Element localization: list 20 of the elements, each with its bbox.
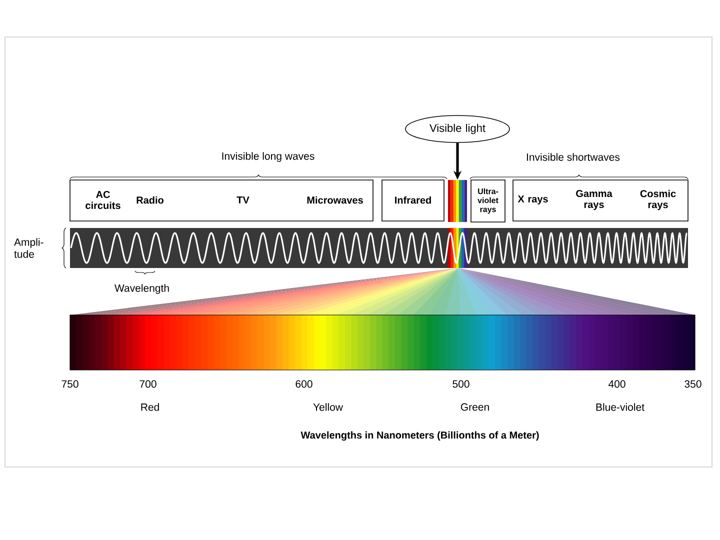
axis-title: Wavelengths in Nanometers (Billionths of a Meter) bbox=[300, 431, 539, 441]
visible-spectrum-strip bbox=[448, 180, 467, 222]
category-box: AC circuits Radio TV Microwaves bbox=[70, 180, 374, 222]
color-label: Red bbox=[141, 403, 159, 411]
color-label: Yellow bbox=[313, 403, 344, 411]
tick-label: 600 bbox=[296, 380, 312, 388]
wavelength-label: Wavelength bbox=[114, 284, 169, 294]
group-label: Invisible long waves bbox=[222, 152, 314, 162]
tick-label: 750 bbox=[62, 380, 78, 388]
group-label: Invisible shortwaves bbox=[527, 153, 620, 161]
tick-label: 400 bbox=[608, 380, 626, 388]
tick-label: 500 bbox=[452, 380, 470, 388]
category-box: Ultra- violet rays bbox=[470, 180, 506, 222]
tick-label: 700 bbox=[140, 380, 156, 388]
category-box: X rays Gamma rays Cosmic rays bbox=[512, 180, 688, 222]
color-label: Blue-violet bbox=[596, 403, 644, 411]
axis-label: Ampli- tude bbox=[14, 238, 44, 258]
color-label: Green bbox=[460, 403, 489, 411]
category-box: Infrared bbox=[382, 180, 444, 222]
tick-label: 350 bbox=[684, 380, 702, 388]
